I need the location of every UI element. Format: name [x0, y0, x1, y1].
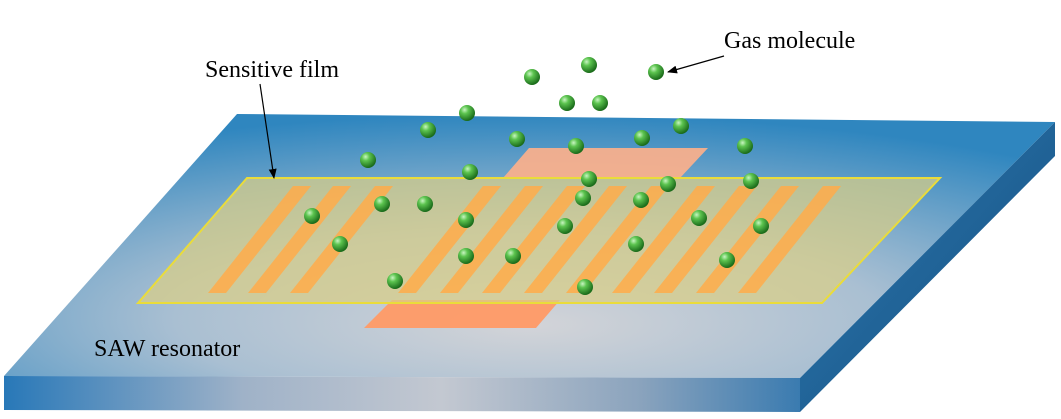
green-sphere-icon: [557, 218, 573, 234]
electrode-finger: [696, 186, 799, 293]
green-sphere-icon: [628, 236, 644, 252]
green-sphere-icon: [568, 138, 584, 154]
electrode-finger: [398, 186, 501, 293]
green-sphere-icon: [374, 196, 390, 212]
substrate-side-face: [800, 122, 1055, 412]
green-sphere-icon: [559, 95, 575, 111]
green-sphere-icon: [458, 248, 474, 264]
electrode-finger: [566, 186, 669, 293]
green-sphere-icon: [634, 130, 650, 146]
green-sphere-icon: [581, 171, 597, 187]
green-sphere-icon: [304, 208, 320, 224]
green-sphere-icon: [458, 212, 474, 228]
electrode-finger: [208, 186, 311, 293]
green-sphere-icon: [575, 190, 591, 206]
green-sphere-icon: [387, 273, 403, 289]
electrode-finger: [738, 186, 841, 293]
green-sphere-icon: [743, 173, 759, 189]
arrow-icon: [667, 55, 725, 74]
electrode-finger: [482, 186, 585, 293]
substrate-front-face: [4, 376, 800, 412]
green-sphere-icon: [509, 131, 525, 147]
green-sphere-icon: [577, 279, 593, 295]
bottom-contact-pad: [364, 300, 560, 328]
idt-electrodes: [208, 186, 841, 293]
sensitive-film-label: Sensitive film: [205, 57, 339, 83]
green-sphere-icon: [524, 69, 540, 85]
electrode-finger: [524, 186, 627, 293]
gas-molecules: [304, 57, 769, 295]
green-sphere-icon: [673, 118, 689, 134]
green-sphere-icon: [592, 95, 608, 111]
green-sphere-icon: [505, 248, 521, 264]
arrow-icon: [259, 83, 277, 179]
green-sphere-icon: [660, 176, 676, 192]
green-sphere-icon: [360, 152, 376, 168]
green-sphere-icon: [332, 236, 348, 252]
green-sphere-icon: [633, 192, 649, 208]
green-sphere-icon: [719, 252, 735, 268]
top-contact-pad: [503, 148, 708, 178]
gas-molecule-label: Gas molecule: [724, 28, 855, 54]
electrode-finger: [654, 186, 757, 293]
green-sphere-icon: [420, 122, 436, 138]
green-sphere-icon: [737, 138, 753, 154]
green-sphere-icon: [753, 218, 769, 234]
saw-resonator-label: SAW resonator: [94, 336, 240, 362]
green-sphere-icon: [462, 164, 478, 180]
electrode-finger: [440, 186, 543, 293]
green-sphere-icon: [459, 105, 475, 121]
electrode-finger: [248, 186, 351, 293]
green-sphere-icon: [691, 210, 707, 226]
green-sphere-icon: [648, 64, 664, 80]
green-sphere-icon: [581, 57, 597, 73]
electrode-finger: [612, 186, 715, 293]
green-sphere-icon: [417, 196, 433, 212]
